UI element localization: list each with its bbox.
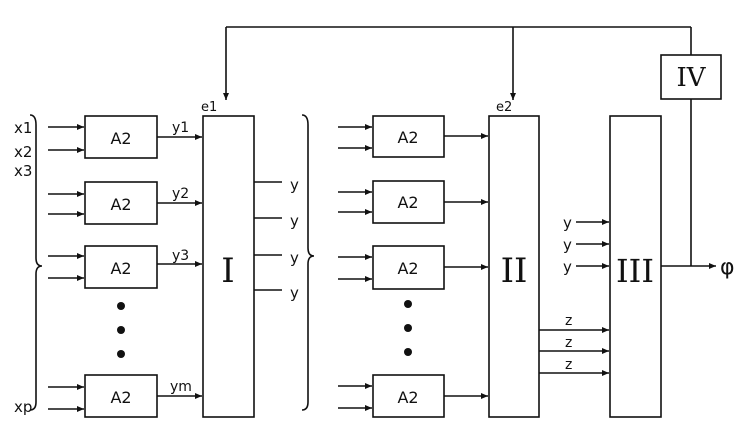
block-I: I e1 [201,100,255,418]
block-I-output-y: y [290,284,299,302]
group2-ellipsis [404,300,412,356]
y-input-label: y [563,236,572,254]
block-I-output-y: y [290,212,299,230]
block-I-output-y: y [290,249,299,267]
a2-label: A2 [397,128,418,147]
a2-label: A2 [110,129,131,148]
z-input-label: z [565,313,572,329]
input-label-xp: xp [14,398,32,416]
block-II: II e2 [488,100,540,418]
group1-a2-block-m: A2 ym [48,374,202,418]
left-input-brace [29,114,43,411]
block-III-y-inputs: y y y [563,214,609,276]
block-I-label: I [221,251,234,291]
block-III-z-inputs: z z z [539,313,609,376]
group1-a2-block-1: A2 y1 [48,115,202,159]
group2-a2-block-2: A2 [338,180,488,224]
output-label-y2: y2 [172,186,189,202]
middle-brace [301,114,315,411]
y-input-label: y [563,214,572,232]
block-I-outputs: y y y y [254,176,299,302]
block-III-label: III [616,252,654,290]
final-output-label: φ [720,255,735,280]
group2-a2-block-3: A2 [338,245,488,290]
group2-a2-block-m: A2 [338,374,488,418]
a2-label: A2 [110,195,131,214]
output-label-ym: ym [170,379,192,395]
control-label-e2: e2 [496,100,512,115]
a2-label: A2 [397,388,418,407]
block-IV-label: IV [676,63,706,93]
output-label-y1: y1 [172,120,189,136]
z-input-label: z [565,335,572,351]
group1-a2-block-3: A2 y3 [48,245,202,289]
y-input-label: y [563,258,572,276]
group1-ellipsis [117,302,125,358]
a2-label: A2 [397,193,418,212]
input-label-x3: x3 [14,162,32,180]
feedback-loop [223,26,692,266]
input-label-x2: x2 [14,143,32,161]
input-label-x1: x1 [14,119,32,137]
group2-a2-block-1: A2 [338,115,488,158]
a2-label: A2 [110,388,131,407]
z-input-label: z [565,357,572,373]
output-label-y3: y3 [172,248,189,264]
control-label-e1: e1 [201,100,217,115]
a2-label: A2 [110,259,131,278]
group1-a2-block-2: A2 y2 [48,181,202,225]
final-output: φ [661,255,735,280]
block-IV: IV [660,54,722,100]
block-II-label: II [501,251,528,291]
block-I-output-y: y [290,176,299,194]
a2-label: A2 [397,259,418,278]
block-III: III [609,115,662,418]
